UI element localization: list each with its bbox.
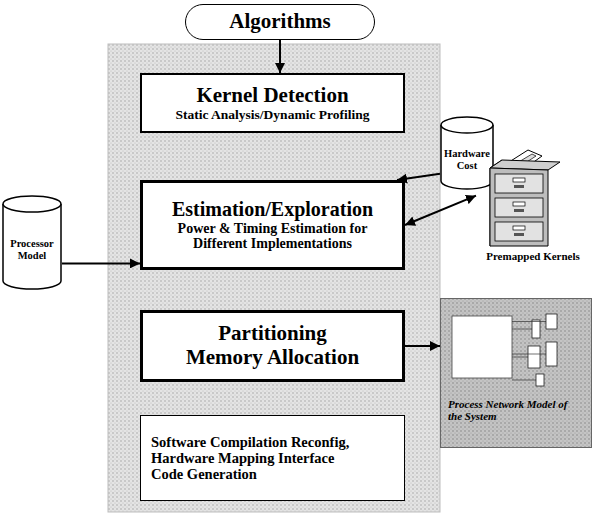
start-pill: Algorithms	[185, 4, 375, 40]
database-cylinder: Hardware Cost	[440, 116, 494, 190]
process-box: Software Compilation Reconfig, Hardware …	[140, 415, 405, 501]
cylinder-body	[3, 204, 61, 289]
cabinet-drawing	[490, 150, 560, 246]
model-panel: Process Network Model of the System	[440, 298, 592, 448]
node-body: Power & Timing Estimation for Different …	[155, 221, 390, 252]
node-heading: Partitioning Memory Allocation	[178, 322, 368, 369]
flow-arrow	[405, 196, 476, 225]
process-network	[452, 314, 557, 386]
node-heading: Software Compilation Reconfig, Hardware …	[151, 434, 361, 483]
process-box: Kernel DetectionStatic Analysis/Dynamic …	[140, 73, 405, 133]
flow-panel	[108, 44, 440, 512]
cylinder-body	[441, 125, 493, 189]
node-heading: Kernel Detection	[196, 84, 348, 108]
node-heading: Algorithms	[229, 10, 331, 34]
node-heading: Processor Model	[5, 238, 59, 262]
process-box: Partitioning Memory Allocation	[140, 310, 405, 382]
node-body: Static Analysis/Dynamic Profiling	[175, 107, 369, 122]
cylinder-top	[3, 196, 61, 212]
database-cylinder: Processor Model	[2, 195, 62, 290]
cylinder-top	[441, 117, 493, 133]
model-ground	[441, 299, 592, 448]
flow-arrow	[405, 345, 440, 347]
process-box: Estimation/ExplorationPower & Timing Est…	[140, 180, 405, 270]
flow-arrow	[62, 262, 140, 264]
node-heading: Estimation/Exploration	[172, 198, 373, 220]
network-model-picture	[440, 298, 592, 448]
cabinet-icon	[476, 146, 590, 284]
node-heading: Hardware Cost	[443, 148, 491, 172]
node-heading: Premapped Kernels	[486, 250, 580, 262]
file-cabinet: Premapped Kernels	[476, 146, 590, 284]
node-heading: Process Network Model of the System	[448, 398, 568, 423]
flow-arrow	[279, 40, 281, 73]
